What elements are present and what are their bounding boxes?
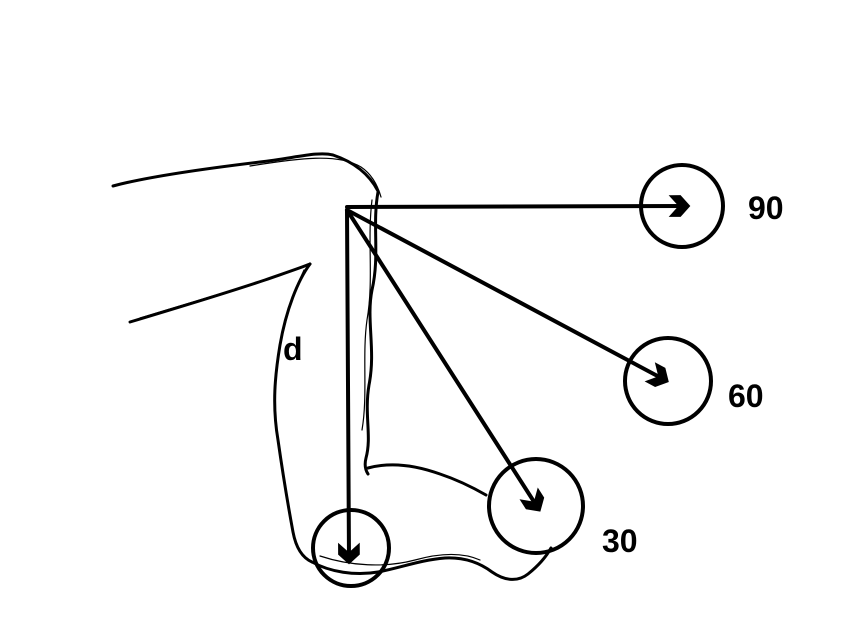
target-circles [311,163,725,588]
sketch-ledge-line [366,463,488,497]
sketch-top-edge-duplicate [249,157,382,198]
circle-drop [311,508,391,588]
circle-90 [639,163,725,249]
arrow-60-degrees [345,208,669,388]
sketch-cliff-face-duplicate [361,199,373,431]
label-60: 60 [728,378,764,414]
circle-60 [623,336,713,426]
sketch-thumb-outline [273,262,314,564]
label-30: 30 [602,523,638,559]
label-d: d [283,331,303,367]
sketch-thumb-duplicate [276,269,305,366]
arrow-vertical-drop [338,208,360,565]
arrow-90-degrees [345,195,691,217]
circle-30 [487,457,585,555]
sketch-top-edge [111,152,380,193]
sketch-bottom-edge [310,546,553,581]
sketch-lower-edge-duplicate [139,276,276,319]
label-90: 90 [748,190,784,226]
angle-arrows [338,195,691,565]
sketch-cliff-face [363,190,380,476]
labels: 90 60 30 d [283,190,784,559]
arrow-30-degrees [345,208,545,512]
